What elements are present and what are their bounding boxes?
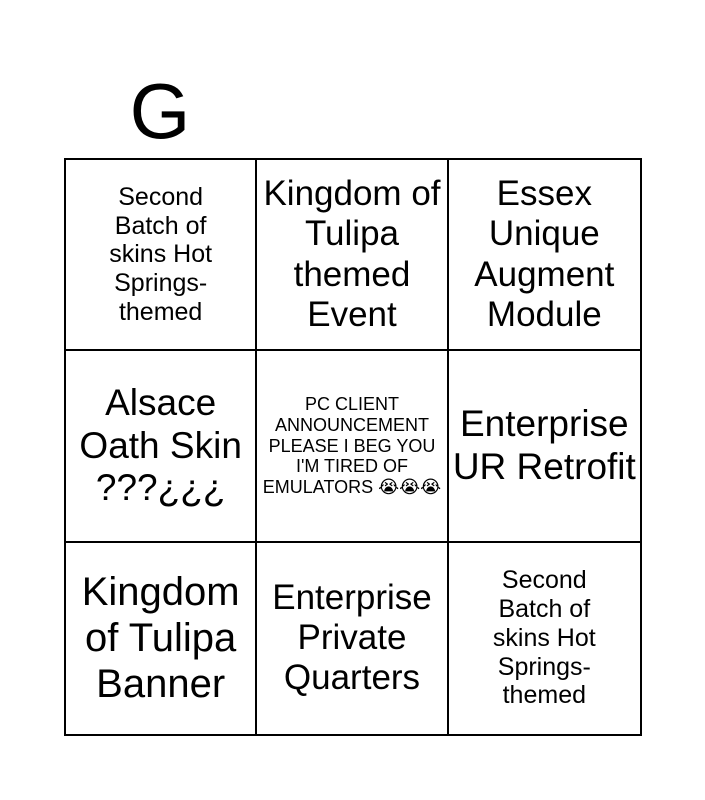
bingo-cell-8[interactable]: Enterprise Private Quarters: [257, 542, 449, 734]
bingo-cell-3[interactable]: Essex Unique Augment Module: [448, 160, 640, 352]
bingo-cell-4[interactable]: Alsace Oath Skin ???¿¿¿: [66, 351, 258, 543]
bingo-cell-2[interactable]: Kingdom of Tulipa themed Event: [257, 160, 449, 352]
bingo-cell-1[interactable]: Second Batch of skins Hot Springs-themed: [66, 160, 258, 352]
bingo-cell-7[interactable]: Kingdom of Tulipa Banner: [66, 542, 258, 734]
bingo-cell-text: Essex Unique Augment Module: [474, 174, 615, 334]
bingo-cell-text: Second Batch of skins Hot Springs-themed: [109, 182, 213, 326]
bingo-cell-text: Kingdom of Tulipa Banner: [81, 570, 240, 707]
bingo-cell-text: Kingdom of Tulipa themed Event: [263, 174, 441, 334]
bingo-cell-text: Enterprise Private Quarters: [272, 577, 432, 698]
bingo-cell-text: PC CLIENT ANNOUNCEMENT PLEASE I BEG YOU …: [262, 394, 442, 498]
bingo-card: Second Batch of skins Hot Springs-themed…: [64, 158, 642, 736]
bingo-cell-text: Enterprise UR Retrofit: [452, 403, 636, 487]
bingo-cell-text: Alsace Oath Skin ???¿¿¿: [79, 382, 242, 509]
bingo-cell-text: Second Batch of skins Hot Springs-themed: [492, 566, 596, 710]
bingo-cell-5[interactable]: PC CLIENT ANNOUNCEMENT PLEASE I BEG YOU …: [257, 351, 449, 543]
bingo-header-letter: G: [129, 67, 191, 155]
bingo-cell-6[interactable]: Enterprise UR Retrofit: [448, 351, 640, 543]
bingo-cell-9[interactable]: Second Batch of skins Hot Springs-themed: [449, 543, 640, 734]
